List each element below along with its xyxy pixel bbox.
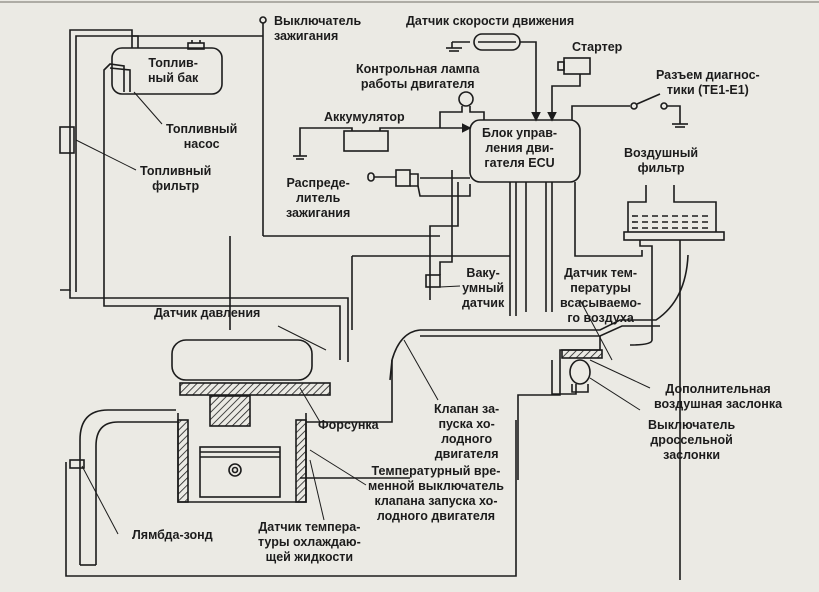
ecu-box (469, 119, 581, 183)
label-coolant-temp-sensor: Датчик темпера- туры охлаждаю- щей жидко… (258, 520, 361, 564)
label-ignition-switch: Выключатель зажигания (274, 14, 362, 43)
label-distributor: Распреде- литель зажигания (286, 176, 351, 220)
label-aux-air-valve: Дополнительная воздушная заслонка (654, 382, 783, 411)
label-check-engine-lamp: Контрольная лампа работы двигателя (356, 62, 480, 91)
vacuum-sensor-body (425, 274, 441, 288)
label-speed-sensor: Датчик скорости движения (406, 14, 575, 28)
label-fuel-filter: Топливный фильтр (140, 164, 212, 193)
label-fuel-pump: Топливный насос (166, 122, 238, 151)
label-pressure-sensor: Датчик давления (154, 306, 261, 320)
label-injector: Форсунка (318, 418, 379, 432)
fuel-tank (111, 40, 223, 95)
plenum-chamber (171, 339, 313, 381)
cylinder-head (179, 382, 331, 427)
label-intake-air-temp-sensor: Датчик тем- пературы всасываемо- го возд… (560, 266, 642, 325)
check-engine-lamp-symbol (439, 91, 485, 128)
distributor-symbol (367, 169, 471, 197)
label-starter: Стартер (572, 40, 623, 54)
aux-air-valve-symbol (551, 349, 603, 395)
label-diag-connector: Разъем диагнос- тики (TE1-E1) (656, 68, 760, 97)
ecu-sensor-wires (229, 170, 643, 330)
fuel-lines (59, 29, 349, 362)
battery-symbol (293, 123, 472, 160)
leader-lines (75, 91, 651, 535)
starter-symbol (547, 57, 591, 122)
piston (199, 446, 281, 498)
intake-manifold (389, 254, 689, 480)
label-cold-start-valve: Клапан за- пуска хо- лодного двигателя (434, 402, 500, 461)
air-filter-symbol (623, 185, 725, 580)
label-throttle-switch: Выключатель дроссельной заслонки (648, 418, 736, 462)
speed-sensor-symbol (446, 33, 541, 122)
fuel-filter-body (59, 126, 75, 154)
label-fuel-tank: Топлив- ный бак (148, 56, 199, 85)
exhaust-pipe (69, 409, 178, 566)
label-lambda-probe: Лямбда-зонд (132, 528, 213, 542)
label-battery: Аккумулятор (324, 110, 405, 124)
diag-connector-symbol (571, 93, 688, 128)
label-vacuum-sensor: Ваку- умный датчик (462, 266, 505, 310)
label-ecu: Блок управ- ления дви- гателя ECU (482, 126, 558, 170)
label-air-filter: Воздушный фильтр (624, 146, 699, 175)
engine-block (177, 413, 307, 503)
ignition-switch-wire (132, 16, 440, 237)
label-thermo-time-switch: Температурный вре- менной выключатель кл… (368, 464, 504, 523)
